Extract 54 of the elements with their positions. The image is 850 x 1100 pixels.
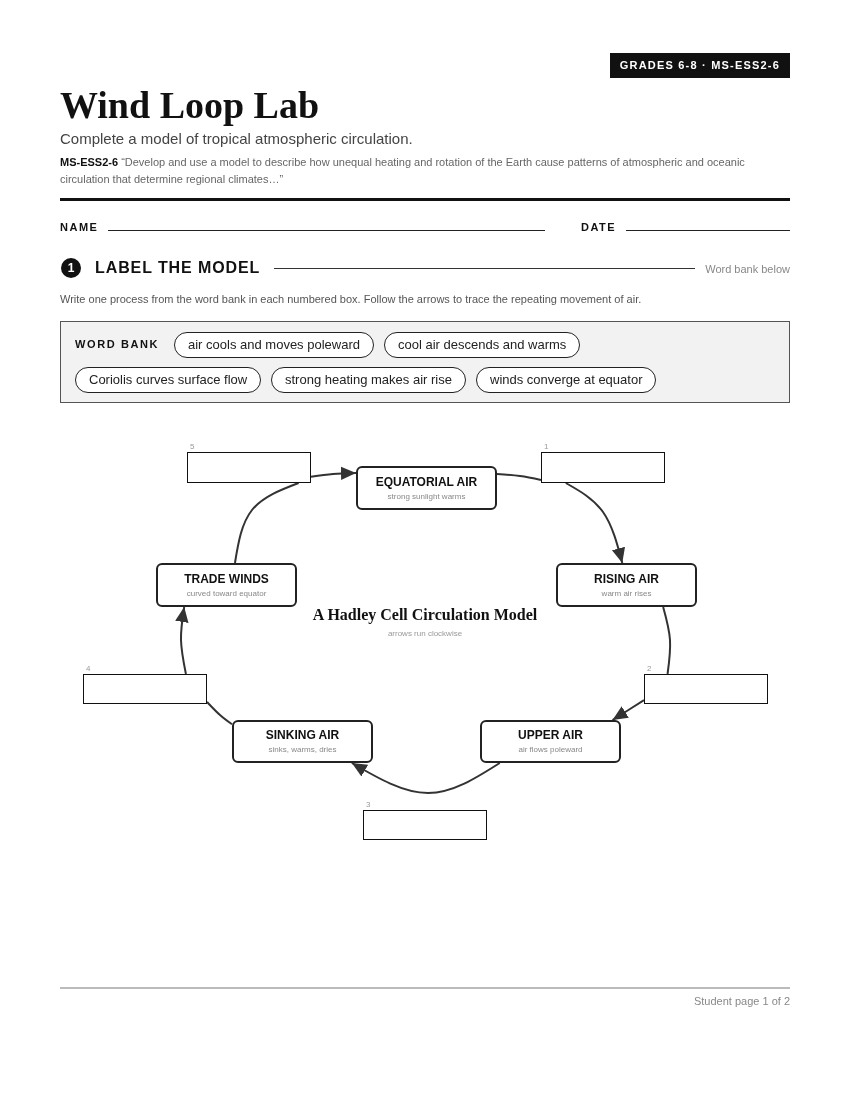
section-number: 1 — [61, 258, 81, 278]
process-note: air flows poleward — [518, 745, 583, 755]
box-number: 4 — [86, 664, 91, 673]
page-title: Wind Loop Lab — [60, 83, 320, 127]
process-box — [556, 563, 697, 607]
page-number: Student page 1 of 2 — [693, 994, 790, 1008]
process-box — [232, 720, 373, 763]
field-label: DATE — [581, 220, 617, 234]
word-chip: cool air descends and warms — [384, 332, 581, 358]
answer-box — [363, 810, 487, 840]
diagram-subheading: arrows run clockwise — [387, 629, 463, 639]
process-note: strong sunlight warms — [387, 491, 466, 502]
process-title: SINKING AIR — [265, 728, 340, 742]
diagram-heading: A Hadley Cell Circulation Model — [312, 605, 538, 625]
flow-arrow — [350, 762, 501, 794]
flow-arrow — [611, 699, 645, 721]
grade-badge: GRADES 6-8 · MS-ESS2-6 — [609, 53, 790, 78]
process-box — [480, 720, 621, 763]
connector-line — [662, 606, 672, 675]
flow-arrow — [175, 606, 189, 675]
answer-box — [187, 452, 311, 483]
process-note: sinks, warms, dries — [268, 745, 337, 755]
side-note: Word bank below — [705, 262, 790, 276]
standard-text: MS-ESS2-6 “Develop and use a model to describe how unequal heating and rotation of the Earth cause patterns of atmospheric and oceanic circulation that determine regional climates…” — [60, 155, 746, 187]
field-label: NAME — [60, 220, 99, 234]
word-chip: air cools and moves poleward — [174, 332, 374, 358]
box-number: 2 — [647, 664, 652, 673]
connector-line — [233, 482, 300, 564]
word-bank-panel — [60, 321, 790, 403]
box-number: 5 — [190, 442, 195, 451]
section-heading: LABEL THE MODEL — [95, 258, 261, 278]
box-number: 1 — [544, 442, 549, 451]
word-chip: winds converge at equator — [476, 367, 657, 393]
answer-box — [644, 674, 768, 704]
instructions: Write one process from the word bank in each numbered box. Follow the arrows to trace the repeating movement of air. — [60, 292, 642, 306]
word-chip: strong heating makes air rise — [271, 367, 466, 393]
process-note: curved toward equator — [186, 588, 267, 599]
connector-line — [206, 700, 233, 726]
process-box — [356, 466, 497, 510]
process-note: warm air rises — [601, 588, 652, 599]
process-title: TRADE WINDS — [184, 571, 269, 586]
connector-line — [496, 472, 542, 481]
answer-box — [541, 452, 665, 483]
process-box — [156, 563, 297, 607]
subtitle: Complete a model of tropical atmospheric circulation. — [60, 130, 413, 148]
answer-box — [83, 674, 207, 704]
box-number: 3 — [366, 800, 371, 809]
process-title: UPPER AIR — [518, 728, 583, 742]
process-title: RISING AIR — [594, 571, 659, 586]
word-chip: Coriolis curves surface flow — [75, 367, 262, 393]
flow-arrow — [564, 482, 625, 564]
word-bank-heading: WORD BANK — [75, 337, 160, 351]
process-title: EQUATORIAL AIR — [375, 474, 478, 489]
flow-arrow — [310, 466, 357, 481]
